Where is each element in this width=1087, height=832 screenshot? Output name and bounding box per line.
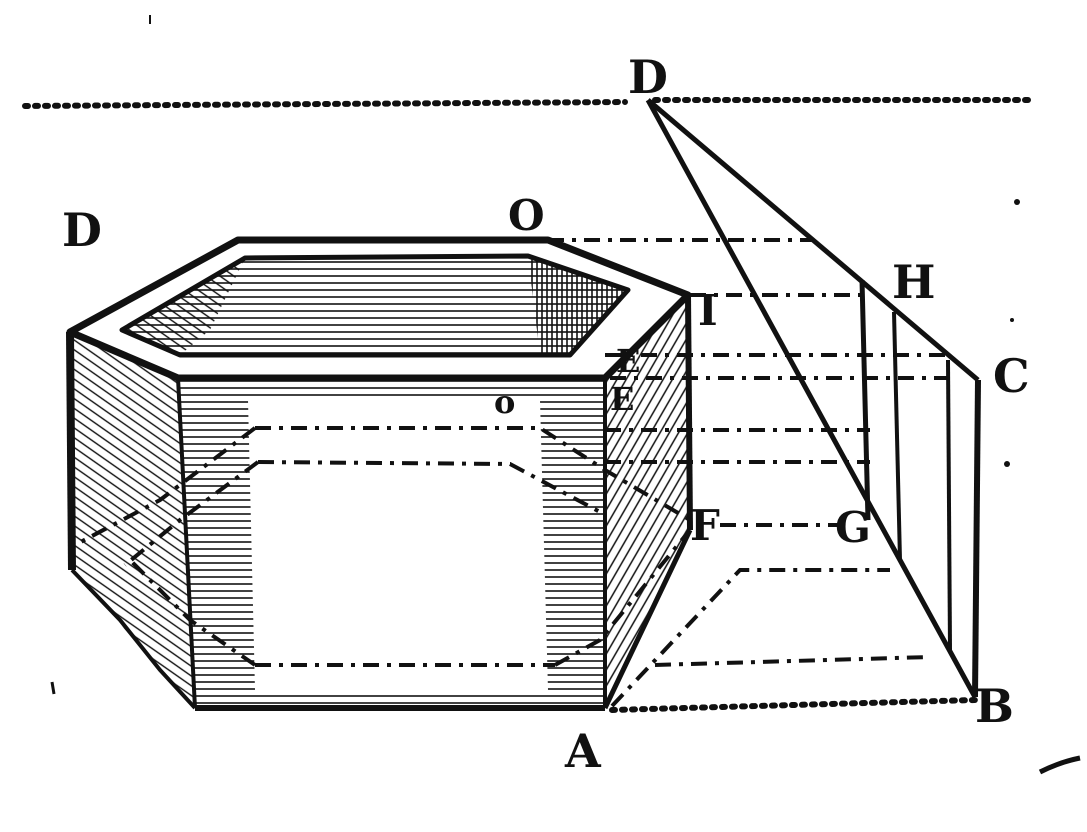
horizon-line: [22, 97, 1033, 109]
label-F: F: [690, 501, 720, 550]
well-front-face: [176, 377, 607, 711]
label-H: H: [892, 255, 935, 309]
label-E-upper: E: [616, 342, 640, 380]
label-D-top: D: [628, 50, 668, 104]
print-specks: [50, 15, 1081, 775]
hidden-contours: [74, 426, 692, 667]
label-G: G: [835, 503, 871, 552]
label-D-left: D: [62, 203, 102, 257]
label-O-front: o: [494, 383, 515, 421]
projection-lines: [548, 238, 950, 708]
label-O-top: O: [508, 191, 545, 240]
well-top-rim: [66, 236, 692, 382]
label-E-lower: E: [610, 380, 634, 418]
ground-dotted-line: [609, 697, 978, 713]
label-B: B: [975, 679, 1014, 733]
label-I: I: [698, 286, 718, 335]
well-right-face: [602, 294, 693, 710]
label-A: A: [564, 724, 602, 778]
label-C: C: [993, 349, 1030, 403]
picture-plane: [645, 98, 981, 699]
well-left-face: [66, 331, 197, 710]
point-labels: D D O o I E E F G H C A B: [62, 50, 1030, 778]
